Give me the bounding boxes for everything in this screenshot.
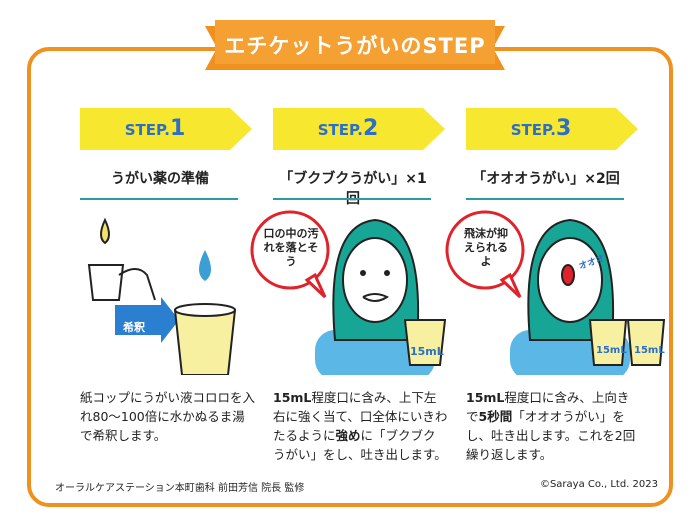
step-1-banner: STEP.1 bbox=[80, 108, 252, 150]
text: 「オオオうがい」をし、吐き出します。これを2回繰り返します。 bbox=[466, 409, 636, 462]
bold-text: 5秒間 bbox=[478, 409, 513, 424]
divider bbox=[273, 198, 431, 200]
step-1-description: 紙コップにうがい液コロロを入れ80～100倍に水かぬるま湯で希釈します。 bbox=[80, 390, 256, 443]
title-ribbon: エチケットうがいのSTEP bbox=[205, 18, 505, 70]
step-label: STEP. bbox=[510, 121, 556, 139]
step-label: STEP. bbox=[317, 121, 363, 139]
bold-text: 強め bbox=[335, 428, 361, 443]
text: 程度口に含み、上下左右に強く当て、口全体にいきわたるように bbox=[273, 390, 448, 443]
page-title: エチケットうがいのSTEP bbox=[224, 34, 486, 58]
arrow-label: 希釈 bbox=[123, 321, 145, 334]
divider bbox=[466, 198, 624, 200]
copyright: ©Saraya Co., Ltd. 2023 bbox=[539, 479, 658, 490]
bold-text: 15mL bbox=[466, 390, 505, 405]
step-number: 2 bbox=[362, 116, 379, 141]
step-2-banner: STEP.2 bbox=[273, 108, 445, 150]
step-2-subtitle: 「ブクブクうがい」×1回 bbox=[279, 171, 427, 207]
step-3-banner: STEP.3 bbox=[466, 108, 638, 150]
step-1-subtitle: うがい薬の準備 bbox=[111, 171, 209, 187]
dilution-illustration bbox=[87, 217, 237, 376]
speech-bubble: 口の中の汚れを落とそう bbox=[263, 227, 319, 268]
bold-text: 15mL bbox=[273, 390, 312, 405]
cup-label: 15mL bbox=[596, 345, 627, 356]
step-3-illustration: 飛沫が抑えられるよ オオオ 15mL 15mL bbox=[440, 205, 666, 380]
person-gargling-upward bbox=[445, 210, 666, 380]
step-number: 1 bbox=[169, 116, 186, 141]
divider bbox=[80, 198, 238, 200]
cup-label: 15mL bbox=[634, 345, 665, 356]
step-1-illustration: 希釈 bbox=[75, 205, 255, 376]
text: 程度口に含み、上向きで bbox=[466, 390, 630, 424]
cup-label: 15mL bbox=[410, 345, 444, 358]
step-2-description: 15mL程度口に含み、上下左右に強く当て、口全体にいきわたるように強めに「ブクブ… bbox=[273, 388, 448, 464]
step-number: 3 bbox=[555, 116, 572, 141]
supervisor-credit: オーラルケアステーション本町歯科 前田芳信 院長 監修 bbox=[55, 483, 305, 494]
step-2-illustration: 口の中の汚れを落とそう 15mL bbox=[245, 205, 447, 380]
person-puffing-cheeks bbox=[250, 210, 447, 380]
step-3-subtitle: 「オオオうがい」×2回 bbox=[472, 171, 620, 187]
step-label: STEP. bbox=[124, 121, 170, 139]
step-3-description: 15mL程度口に含み、上向きで5秒間「オオオうがい」をし、吐き出します。これを2… bbox=[466, 388, 641, 464]
text: に「ブクブクうがい」をし、吐き出します。 bbox=[273, 428, 447, 462]
speech-bubble: 飛沫が抑えられるよ bbox=[464, 227, 508, 268]
